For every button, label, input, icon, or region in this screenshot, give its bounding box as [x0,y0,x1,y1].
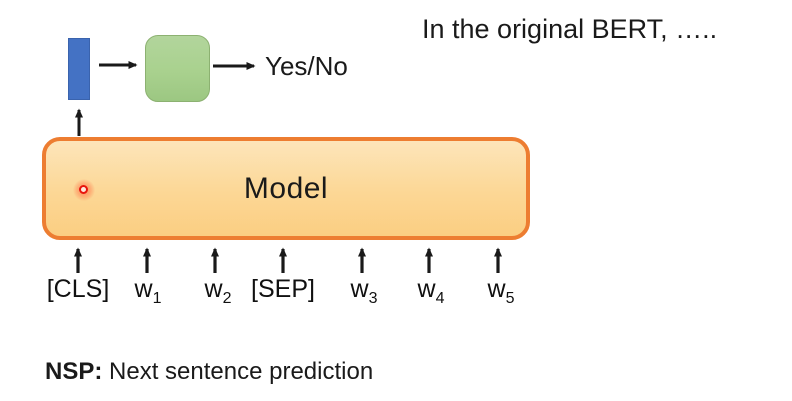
token-label-cls: [CLS] [46,275,110,303]
token-label-w5: w5 [487,275,515,307]
classifier-block [145,35,210,102]
nsp-definition: NSP: Next sentence prediction [45,357,373,387]
laser-pointer-ring [79,185,88,194]
output-label: Yes/No [265,51,348,81]
token-label-w1: w1 [134,275,162,307]
token-label-w2: w2 [204,275,232,307]
slide-note: In the original BERT, ….. [422,14,718,44]
model-box: Model [42,137,530,240]
nsp-term: NSP: [45,358,103,385]
model-label: Model [243,171,329,205]
laser-pointer-dot [73,179,95,201]
nsp-definition-text: Next sentence prediction [102,358,374,385]
token-label-w4: w4 [417,275,445,307]
cls-embedding-block [68,38,90,100]
token-label-sep: [SEP] [251,275,315,303]
token-label-w3: w3 [350,275,378,307]
